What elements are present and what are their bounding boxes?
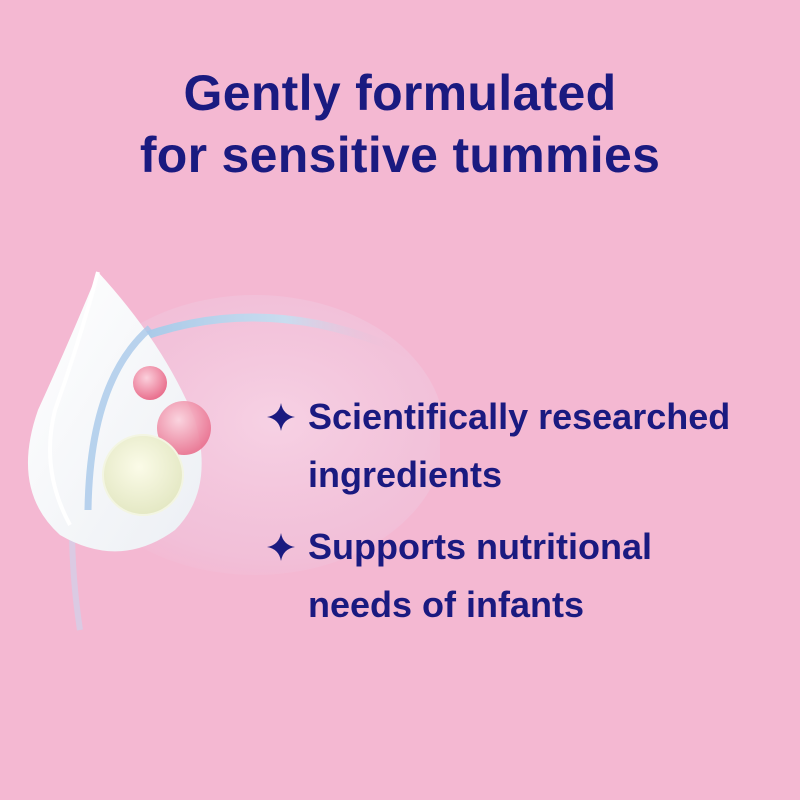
benefit-item: Scientifically researched ingredients — [266, 388, 730, 504]
benefit-text-line-1: Scientifically researched — [308, 396, 731, 437]
sparkle-star-icon — [266, 388, 296, 446]
benefit-text-line-2: ingredients — [308, 454, 503, 495]
headline-line-1: Gently formulated — [183, 65, 617, 121]
benefit-text-line-1: Supports nutritional — [308, 526, 652, 567]
headline-line-2: for sensitive tummies — [139, 127, 661, 183]
benefit-item: Supports nutritional needs of infants — [266, 518, 730, 634]
sparkle-star-icon — [266, 518, 296, 576]
benefits-list: Scientifically researched ingredients Su… — [266, 388, 730, 648]
benefit-text-line-2: needs of infants — [308, 584, 585, 625]
milk-drop-illustration-icon — [0, 260, 445, 640]
headline: Gently formulated for sensitive tummies — [0, 62, 800, 186]
